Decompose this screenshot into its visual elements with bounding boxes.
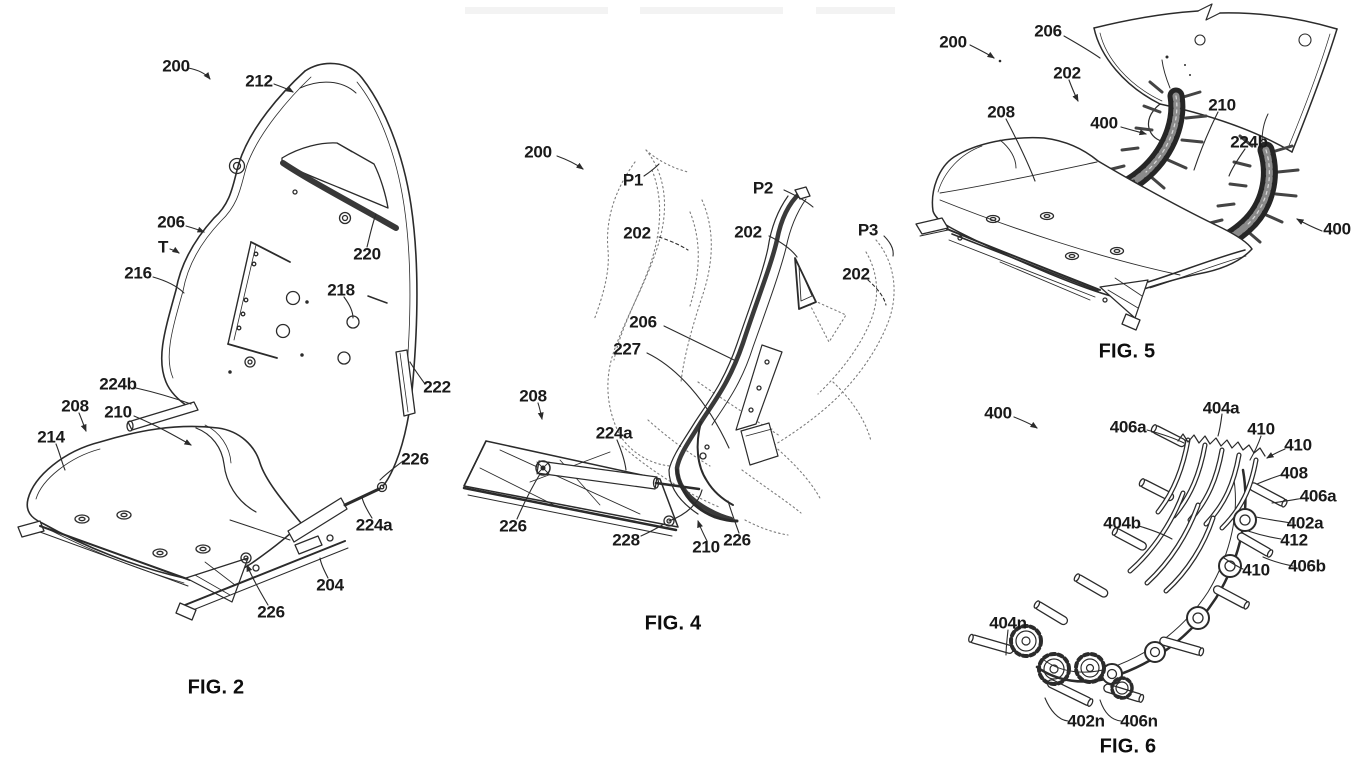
fig6-ref-410-b: 410 <box>1284 435 1312 455</box>
fig2-ref-220: 220 <box>353 244 381 264</box>
fig6-ref-402n: 402n <box>1067 711 1105 731</box>
fig5-leader-lines <box>969 35 1323 232</box>
fig2-drawing <box>17 62 426 621</box>
fig5-ref-400-right: 400 <box>1323 219 1351 239</box>
fig5-seat-pan <box>915 136 1253 331</box>
fig2-seatback-shell <box>160 62 418 487</box>
fig6-ref-404n: 404n <box>989 613 1027 633</box>
fig2-ref-200: 200 <box>162 56 190 76</box>
fig6-ref-400: 400 <box>984 403 1012 423</box>
fig6-ref-410-a: 410 <box>1247 419 1275 439</box>
fig5-ref-208: 208 <box>987 102 1015 122</box>
break-line <box>1197 3 1221 21</box>
faded-header-bar <box>465 7 608 14</box>
fig4-ref-226-right: 226 <box>723 530 751 550</box>
fig2-ref-218: 218 <box>327 280 355 300</box>
fig4-ref-P3: P3 <box>857 220 879 240</box>
faded-header-bar <box>816 7 895 14</box>
fig4-ref-P2: P2 <box>752 178 774 198</box>
fig2-ref-204: 204 <box>316 575 344 595</box>
fig4-drawing <box>462 149 895 542</box>
faded-header-bar <box>640 7 783 14</box>
fig2-ref-222: 222 <box>423 377 451 397</box>
fig2-caption: FIG. 2 <box>187 676 245 699</box>
fig4-ref-P1: P1 <box>622 170 644 190</box>
fig4-ref-226-left: 226 <box>499 516 527 536</box>
fig2-ref-210: 210 <box>104 402 132 422</box>
fig5-ref-400-left: 400 <box>1090 113 1118 133</box>
fig6-drawing <box>968 413 1305 722</box>
fig2-ref-214: 214 <box>37 427 65 447</box>
fig6-ref-406a-right: 406a <box>1299 486 1337 506</box>
fig2-ref-226-upper: 226 <box>401 449 429 469</box>
fig6-ref-406a-top: 406a <box>1109 417 1147 437</box>
fig4-ref-202-right: 202 <box>842 264 870 284</box>
fig6-ref-404a: 404a <box>1202 398 1240 418</box>
gear-teeth-row <box>1177 433 1266 457</box>
fig4-seat-base <box>462 440 703 537</box>
fig5-caption: FIG. 5 <box>1098 340 1156 363</box>
fig6-toothed-gears <box>1009 624 1134 700</box>
fig4-caption: FIG. 4 <box>644 612 702 635</box>
fig6-ref-404b: 404b <box>1103 513 1141 533</box>
fig5-ref-206: 206 <box>1034 21 1062 41</box>
fig5-ref-224b: 224b <box>1230 132 1268 152</box>
fig6-ref-412: 412 <box>1280 530 1308 550</box>
fig2-ref-206: 206 <box>157 212 185 232</box>
fig5-ref-200: 200 <box>939 32 967 52</box>
fig6-ref-408: 408 <box>1280 463 1308 483</box>
fig6-shafts <box>968 424 1288 707</box>
fig2-ref-226-lower: 226 <box>257 602 285 622</box>
fig2-ref-212: 212 <box>245 71 273 91</box>
fig4-ref-202-mid: 202 <box>734 222 762 242</box>
fig6-ref-402a: 402a <box>1286 513 1324 533</box>
fig4-ref-200: 200 <box>524 142 552 162</box>
fig6-ref-410-c: 410 <box>1242 560 1270 580</box>
fig2-ref-224a: 224a <box>355 515 393 535</box>
fig6-ref-406b: 406b <box>1288 556 1326 576</box>
fig5-drawing <box>915 3 1338 331</box>
fig4-ref-208: 208 <box>519 386 547 406</box>
fig4-ref-210: 210 <box>692 537 720 557</box>
fig2-seat-pan <box>17 401 388 621</box>
fig2-leader-lines <box>55 67 426 606</box>
fig4-ref-202-left: 202 <box>623 223 651 243</box>
fig4-ref-224a: 224a <box>595 423 633 443</box>
fig4-ref-228: 228 <box>612 530 640 550</box>
fig2-ref-216: 216 <box>124 263 152 283</box>
fig2-ref-224b: 224b <box>99 374 137 394</box>
fig6-ref-406n: 406n <box>1120 711 1158 731</box>
fig6-caption: FIG. 6 <box>1099 735 1157 758</box>
fig2-ref-T: T <box>157 237 169 257</box>
fig5-ref-210: 210 <box>1208 95 1236 115</box>
fig4-ref-206: 206 <box>629 312 657 332</box>
fig6-leader-lines <box>1005 413 1305 722</box>
fig6-spine-band <box>1035 468 1247 683</box>
fig2-ref-208: 208 <box>61 396 89 416</box>
fig4-ref-227: 227 <box>613 339 641 359</box>
fig4-phantom-shells <box>593 149 895 536</box>
fig5-ref-202: 202 <box>1053 63 1081 83</box>
fig4-leader-lines <box>516 155 894 542</box>
